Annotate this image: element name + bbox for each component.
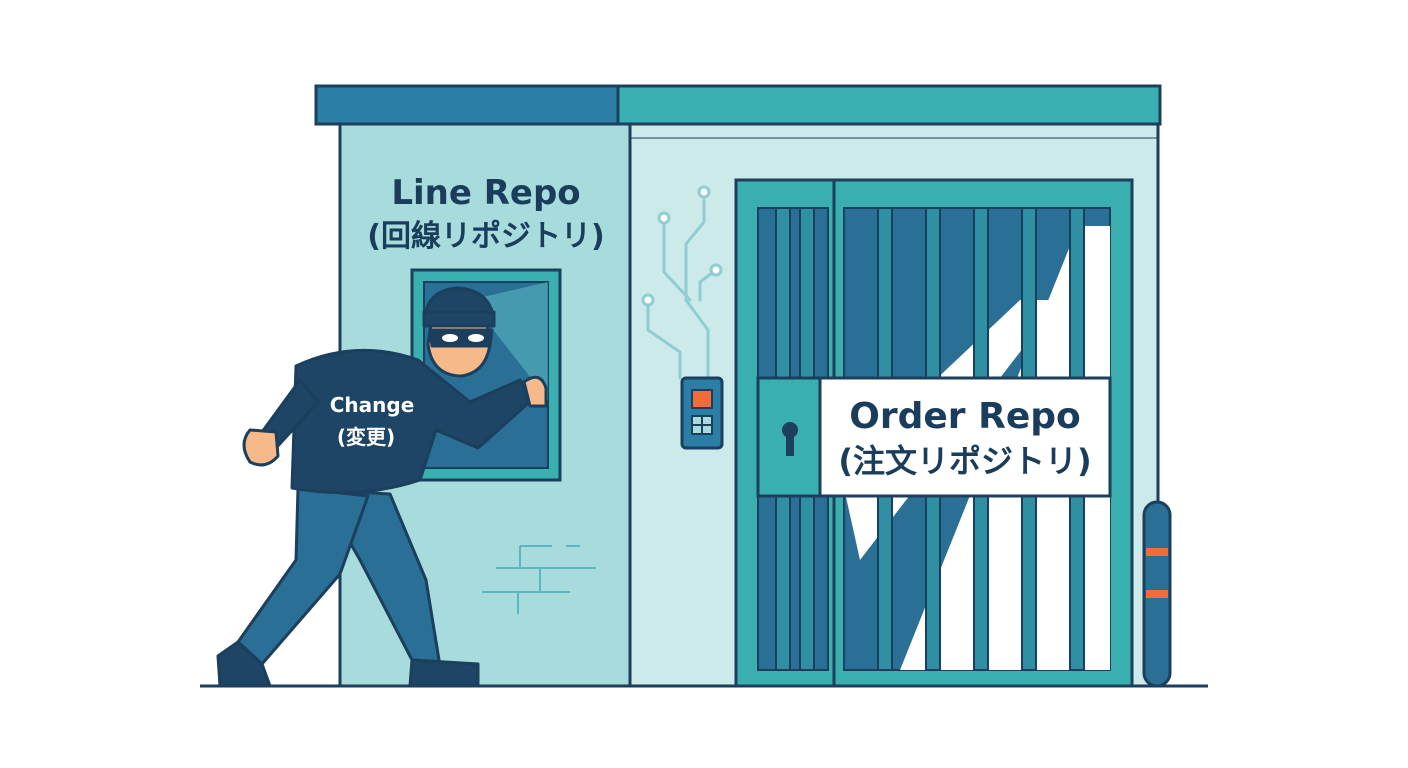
lock-plate — [756, 376, 822, 498]
change-title: Change — [330, 393, 415, 417]
order-repo-subtitle: (注文リポジトリ) — [838, 442, 1091, 480]
bollard — [1142, 500, 1172, 688]
order-repo-title: Order Repo — [849, 396, 1080, 437]
keypad — [680, 376, 724, 450]
order-repo-gate — [734, 178, 1134, 688]
line-repo-title: Line Repo — [391, 173, 580, 213]
order-repo-sign — [818, 376, 1112, 498]
burglar — [216, 286, 548, 688]
change-subtitle: (変更) — [337, 425, 395, 449]
keyhole-icon — [782, 422, 798, 456]
roof — [314, 84, 1162, 126]
circuit-traces — [641, 185, 723, 380]
line-repo-subtitle: (回線リポジトリ) — [367, 219, 604, 254]
